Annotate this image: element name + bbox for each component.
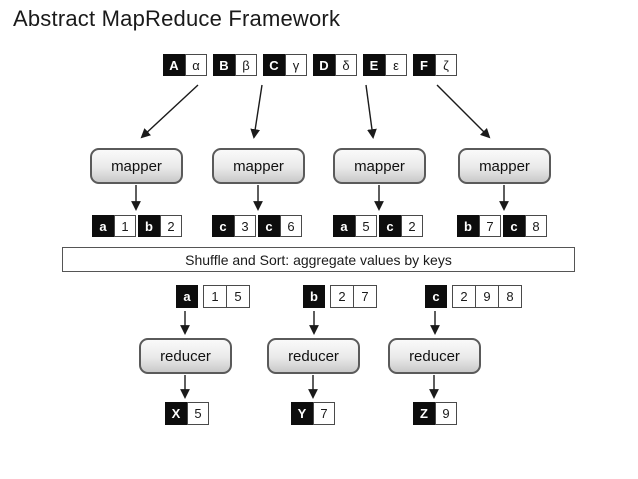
mapper-node-2: mapper: [212, 148, 305, 184]
input-pair-F: F ζ: [413, 54, 457, 76]
output-key: a: [92, 215, 114, 237]
output-key: c: [503, 215, 525, 237]
shuffle-sort-bar: Shuffle and Sort: aggregate values by ke…: [62, 247, 575, 272]
mapper-output-pair: c 3: [212, 215, 256, 237]
group-value: 2: [338, 289, 346, 304]
reducer-node-3: reducer: [388, 338, 481, 374]
output-value: 5: [355, 215, 377, 237]
output-key: c: [379, 215, 401, 237]
result-value: 9: [435, 402, 457, 425]
output-key: b: [457, 215, 479, 237]
input-pair-E: E ε: [363, 54, 407, 76]
arrow-input-to-mapper-1: [140, 84, 199, 139]
result-key: X: [165, 402, 187, 425]
input-key: D: [313, 54, 335, 76]
output-value: 7: [479, 215, 501, 237]
mapper-output-pair: a 5: [333, 215, 377, 237]
output-value: 8: [525, 215, 547, 237]
group-key-b: b: [303, 285, 325, 308]
mapper-output-pair: a 1: [92, 215, 136, 237]
reducer-node-2: reducer: [267, 338, 360, 374]
input-value: β: [235, 54, 257, 76]
output-value: 1: [114, 215, 136, 237]
input-pair-D: D δ: [313, 54, 357, 76]
input-key: F: [413, 54, 435, 76]
result-value: 7: [313, 402, 335, 425]
group-value: 1: [211, 289, 219, 304]
output-value: 6: [280, 215, 302, 237]
mapper-node-3: mapper: [333, 148, 426, 184]
input-key: E: [363, 54, 385, 76]
input-pair-C: C γ: [263, 54, 307, 76]
output-key: b: [138, 215, 160, 237]
group-value: 7: [353, 286, 376, 307]
group-key-c: c: [425, 285, 447, 308]
result-key: Y: [291, 402, 313, 425]
group-key-a: a: [176, 285, 198, 308]
output-key: c: [212, 215, 234, 237]
group-value: 9: [475, 286, 498, 307]
mapper-node-1: mapper: [90, 148, 183, 184]
input-value: α: [185, 54, 207, 76]
mapper-node-4: mapper: [458, 148, 551, 184]
output-key: a: [333, 215, 355, 237]
result-pair-X: X 5: [165, 402, 209, 425]
output-key: c: [258, 215, 280, 237]
input-value: ζ: [435, 54, 457, 76]
group-value: 2: [460, 289, 468, 304]
input-key: A: [163, 54, 185, 76]
input-key: C: [263, 54, 285, 76]
arrow-input-to-mapper-4: [436, 84, 491, 139]
mapper-output-pair: c 2: [379, 215, 423, 237]
arrow-input-to-mapper-3: [365, 84, 377, 139]
group-value: 5: [226, 286, 249, 307]
input-pair-B: B β: [213, 54, 257, 76]
input-value: γ: [285, 54, 307, 76]
reducer-node-1: reducer: [139, 338, 232, 374]
group-values-c: 2 9 8: [452, 285, 522, 308]
mapper-output-pair: c 8: [503, 215, 547, 237]
input-key: B: [213, 54, 235, 76]
group-values-a: 1 5: [203, 285, 250, 308]
input-value: δ: [335, 54, 357, 76]
output-value: 3: [234, 215, 256, 237]
result-pair-Z: Z 9: [413, 402, 457, 425]
arrow-input-to-mapper-2: [250, 84, 263, 139]
input-pair-A: A α: [163, 54, 207, 76]
result-key: Z: [413, 402, 435, 425]
group-values-b: 2 7: [330, 285, 377, 308]
mapper-output-pair: b 2: [138, 215, 182, 237]
output-value: 2: [401, 215, 423, 237]
page-title: Abstract MapReduce Framework: [13, 6, 341, 31]
mapper-output-pair: b 7: [457, 215, 501, 237]
result-value: 5: [187, 402, 209, 425]
mapper-output-pair: c 6: [258, 215, 302, 237]
input-value: ε: [385, 54, 407, 76]
group-value: 8: [498, 286, 521, 307]
output-value: 2: [160, 215, 182, 237]
result-pair-Y: Y 7: [291, 402, 335, 425]
